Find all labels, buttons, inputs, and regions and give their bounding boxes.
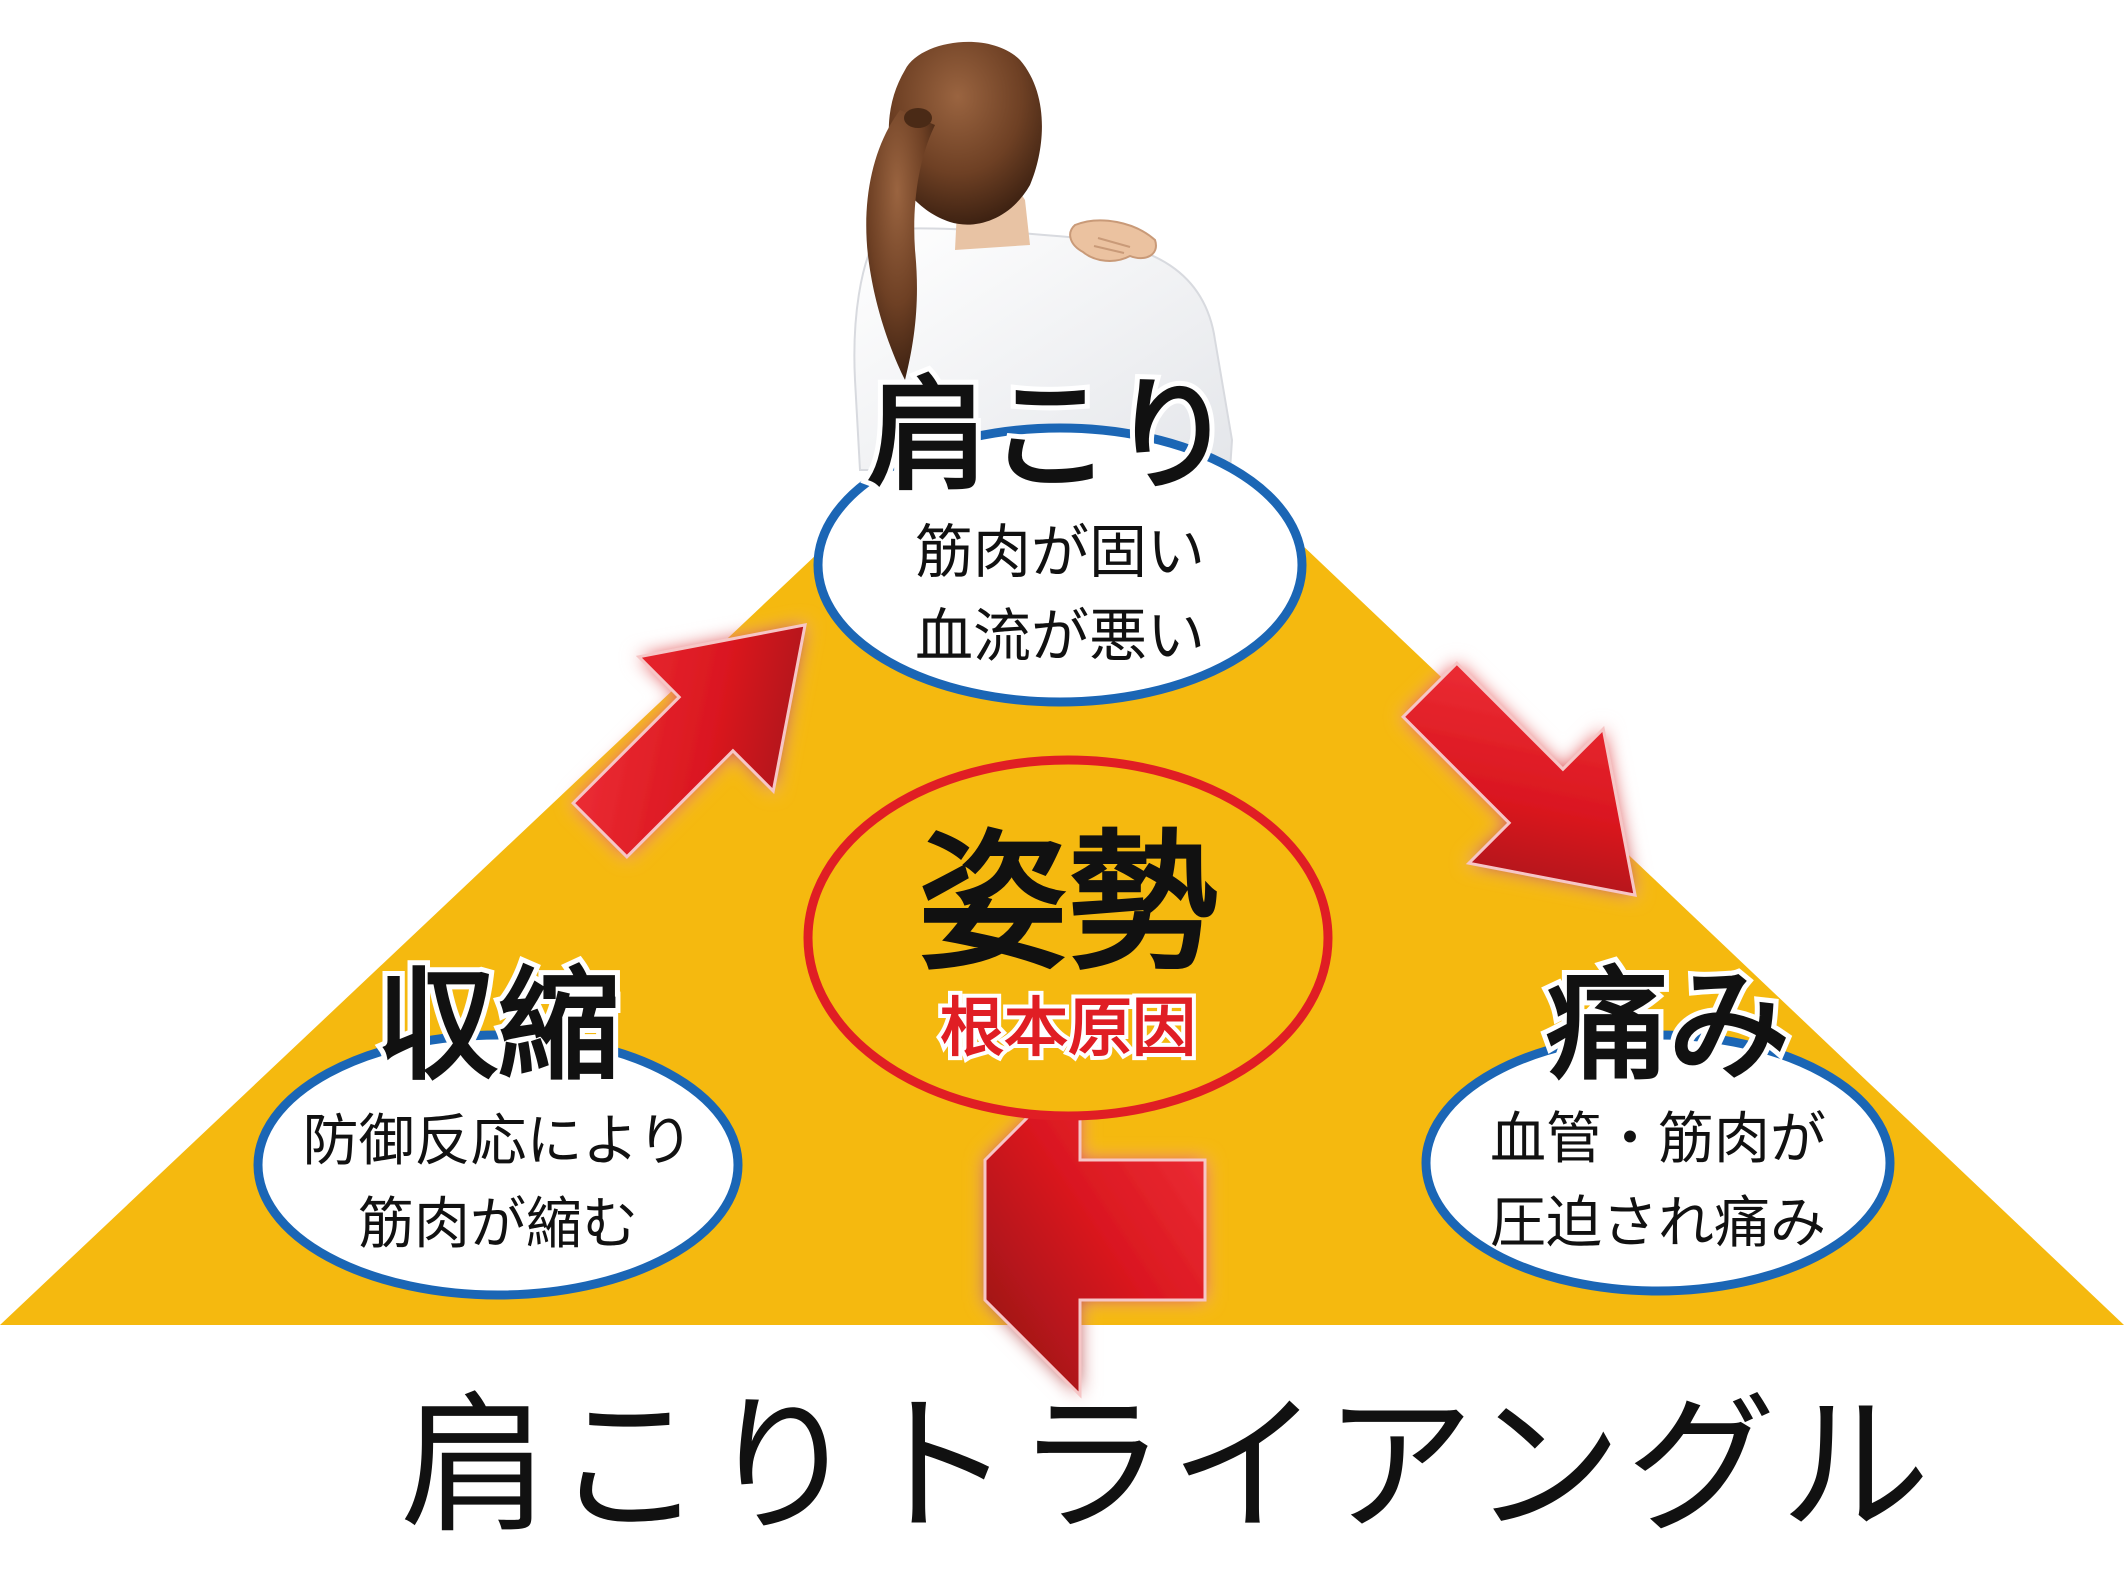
node-title-right: 痛み [1546,953,1790,1097]
arrow-up-right [571,623,807,859]
node-posture-root-cause: 姿勢 根本原因 [803,755,1333,1121]
woman-holding-shoulder-illustration [853,41,1234,471]
node-line-right-2: 圧迫され痛み [1490,1191,1826,1256]
node-title-left: 収縮 [376,953,620,1097]
node-line-top-1: 筋肉が固い [915,518,1205,586]
center-title: 姿勢 [918,815,1218,991]
node-contraction: 収縮 防御反応により 筋肉が縮む [253,948,743,1300]
node-title-top: 肩こり [867,363,1233,507]
node-pain: 痛み 血管・筋肉が 圧迫され痛み [1421,948,1895,1296]
node-shoulder-stiffness: 肩こり 筋肉が固い 血流が悪い [813,358,1307,707]
node-line-right-1: 血管・筋肉が [1490,1107,1826,1172]
diagram-caption: 肩こりトライアングル [400,1380,1935,1554]
arrow-down-right [1401,661,1637,897]
node-line-left-2: 筋肉が縮む [358,1192,638,1257]
red-arrow-icon [571,623,807,859]
node-line-top-2: 血流が悪い [915,602,1205,670]
center-subtitle: 根本原因 [940,991,1196,1066]
red-arrow-icon [1401,661,1637,897]
node-line-left-1: 防御反応により [303,1109,694,1174]
